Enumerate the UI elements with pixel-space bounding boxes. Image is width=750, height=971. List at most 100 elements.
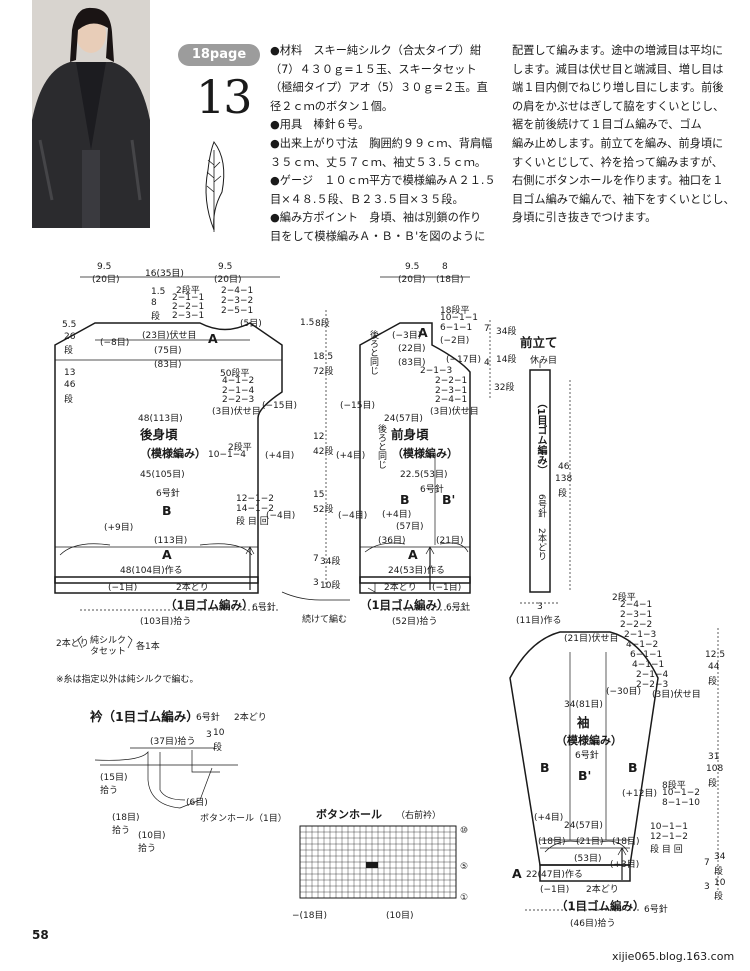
shaping-row: 2−4−1 (620, 600, 653, 610)
dim: (52目)拾う (392, 617, 438, 627)
dim: (113目) (154, 536, 188, 546)
pattern-B2-label: B' (578, 768, 592, 783)
dim: (−8目) (100, 338, 130, 348)
dim: 10 (714, 878, 726, 888)
needle: 6号針 (252, 603, 276, 613)
shaping-row: 2−2−1 (435, 376, 468, 386)
buttonhole-side: （右前衿） (396, 811, 442, 821)
dim: 26 (64, 332, 76, 342)
instructions-col1: ●材料 スキー純シルク（合太タイプ）紺 （7）４３０ｇ=１５玉、スキータセット … (270, 42, 510, 247)
instruction-line: 目×４８.５段、Ｂ２３.５目×３５段。 (270, 192, 464, 206)
collar-strands: 2本どり (234, 713, 267, 723)
dim: 4 (484, 358, 490, 368)
shaping-row: 段 目 回 (650, 845, 683, 855)
dim: 44 (708, 662, 720, 672)
dim: 13 (64, 368, 76, 378)
side-note: 後ろと同じ (368, 330, 378, 375)
sleeve-title: 袖 (577, 715, 590, 730)
dim: 18.5 (313, 352, 334, 362)
collar-title: 衿（1目ゴム編み） (90, 709, 199, 724)
collar-pickup: (15目)拾う (100, 773, 128, 796)
shaping-row: 10−1−2 (662, 788, 700, 798)
dim: 24(57目) (384, 414, 423, 424)
bind-off: (3目)伏せ目 (652, 690, 701, 700)
placket-strands: 2本どり (536, 528, 546, 561)
dim: 3 (537, 602, 543, 612)
watermark: xijie065.blog.163.com (612, 950, 735, 963)
shaping-row: (3目)伏せ目 (212, 407, 261, 417)
shaping-row: 12−1−2 (236, 494, 274, 504)
dim: (+4目) (534, 813, 564, 823)
buttonhole-mark (366, 862, 378, 868)
sleeve-bind: (21目)伏せ目 (564, 634, 619, 644)
dim: (20目) (398, 275, 426, 285)
dim: 8 (151, 298, 157, 308)
dim: 108 (706, 764, 724, 774)
neck-bind-off: (23目)伏せ目 (142, 331, 197, 341)
shaping-row: 6−1−1 (440, 323, 473, 333)
dim: (103目)拾う (140, 617, 192, 627)
instruction-line: 配置して編みます。途中の増減目は平均に (512, 44, 724, 57)
dim: 7 (313, 554, 319, 564)
collar-needle: 6号針 (196, 713, 220, 723)
dim: 9.5 (97, 262, 112, 272)
row-mark: ⑩ (460, 826, 469, 836)
dim: (46目)拾う (570, 919, 616, 929)
dim: (21目) (436, 536, 464, 546)
shaping-row: 4−1−2 (626, 640, 659, 650)
instruction-line: します。減目は伏せ目と端減目、増し目は (512, 62, 724, 76)
dim: 8 (442, 262, 448, 272)
dim: 5.5 (62, 320, 77, 330)
dim: (−15目) (340, 401, 376, 411)
instruction-line: ●出来上がり寸法 胸囲約９９ｃｍ、背肩幅 (270, 136, 493, 150)
dim: (−1目) (108, 583, 138, 593)
dim: 段 (714, 892, 724, 902)
shaping-row: 8−1−10 (662, 798, 700, 808)
legend-item: 純シルク (90, 636, 127, 646)
dim: 1.5 (300, 318, 315, 328)
dim: (+4目) (265, 451, 295, 461)
dim: 段 (714, 867, 724, 877)
dim: 14段 (496, 355, 517, 365)
dim: 2本どり (586, 885, 619, 895)
shaping-row: 18段平 (440, 306, 470, 316)
dim: (+12目) (622, 789, 658, 799)
dim: (18目) (436, 275, 464, 285)
shaping-row: 2−1−3 (420, 366, 453, 376)
dim: 2本どり (384, 583, 417, 593)
placket-needle: 6号針 (536, 494, 546, 518)
needle: 6号針 (575, 751, 599, 761)
dim: (−15目) (262, 401, 298, 411)
shaping-row: 12−1−2 (650, 832, 688, 842)
dim: (−17目) (446, 355, 482, 365)
pattern-B2-label: B' (442, 492, 456, 507)
bind-off: (3目)伏せ目 (430, 407, 479, 417)
instruction-line: 目をして模様編みＡ・Ｂ・Ｂ'を図のように (270, 229, 486, 243)
continue-note: 続けて編む (302, 615, 348, 625)
buttonhole-title: ボタンホール (316, 808, 382, 821)
buttonhole-dim: −(18目) (292, 911, 328, 921)
legend-each: 各1本 (136, 642, 160, 652)
dim: (83目) (154, 360, 182, 370)
dim: 22.5(53目) (400, 470, 448, 480)
front-title: 前身頃 (391, 427, 429, 442)
dim: 42段 (313, 447, 334, 457)
front-pattern: （模様編み） (392, 447, 458, 460)
back-pattern: （模様編み） (140, 447, 206, 460)
dim: (−30目) (606, 687, 642, 697)
shaping-row: 2−4−1 (221, 286, 254, 296)
instructions-col2: 配置して編みます。途中の増減目は平均に します。減目は伏せ目と端減目、増し目は … (512, 42, 748, 228)
dim: 7 (704, 858, 710, 868)
buttonhole-dim: (10目) (386, 911, 414, 921)
dim: (+9目) (104, 523, 134, 533)
dim: (−4目) (338, 511, 368, 521)
dim: 2本どり (176, 583, 209, 593)
dim: 3 (313, 578, 319, 588)
shaping-row: 2−2−2 (620, 620, 653, 630)
shaping-row: 2−3−1 (620, 610, 653, 620)
collar-pickup: (10目)拾う (138, 831, 166, 854)
page-reference-badge: 18page (178, 44, 260, 66)
instruction-line: の肩をかぶせはぎして脇をすくいとじし、 (512, 99, 725, 113)
pattern-B-label: B (400, 492, 410, 507)
